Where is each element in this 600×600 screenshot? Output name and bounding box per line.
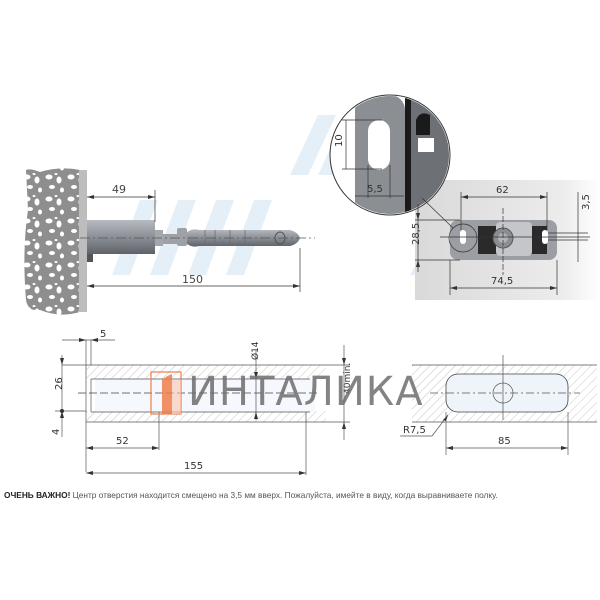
dim-62: 62 [496,185,509,196]
dim-85: 85 [498,436,511,447]
bolt [87,220,300,262]
dim-150: 150 [182,273,203,286]
dim-40-min: 40min. [343,363,353,394]
brand-text: ИНТАЛИКА [188,369,424,415]
brand-logo: ИНТАЛИКА [150,368,450,418]
dim-3-5: 3,5 [581,194,592,210]
dim-49: 49 [112,183,126,196]
dim-diameter-14: Ø14 [250,341,261,360]
important-note: ОЧЕНЬ ВАЖНО! Центр отверстия находится с… [4,490,498,500]
dim-r7-5: R7,5 [403,425,426,436]
dim-26: 26 [54,377,65,390]
dim-5-5: 5,5 [367,184,383,195]
section-view: 5 26 4 52 155 Ø14 40min. R7,5 85 [51,329,597,475]
note-emphasis: ОЧЕНЬ ВАЖНО! [4,490,71,500]
note-text: Центр отверстия находится смещено на 3,5… [70,490,498,500]
wall [24,168,87,315]
dim-4: 4 [51,429,62,435]
dim-10: 10 [334,134,345,147]
dim-52: 52 [116,436,129,447]
brand-mark-icon [150,371,182,415]
dim-74-5: 74,5 [491,276,513,287]
dim-5: 5 [100,329,106,340]
dim-155: 155 [184,461,203,472]
top-right-view: 10 5,5 62 74,5 28,5 3,5 [329,94,600,300]
bracket [450,220,557,260]
dim-28-5: 28,5 [411,223,422,245]
top-left-view: 49 150 [24,168,315,315]
